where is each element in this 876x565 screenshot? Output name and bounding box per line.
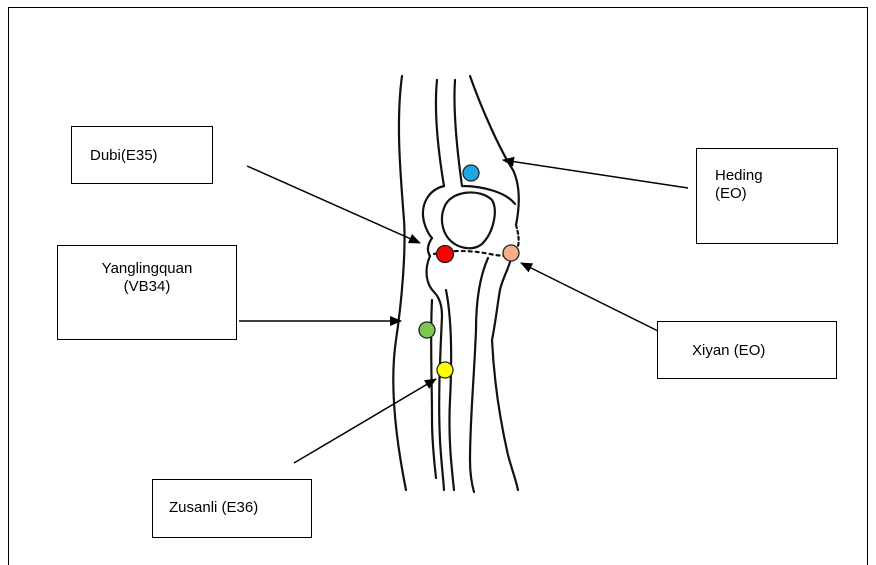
heding-arrow [503,160,688,188]
heding-label-line1: Heding [715,167,837,185]
heding-label-box: Heding (EO) [696,148,838,244]
femur-inner-line [454,80,462,186]
xiyan-arrow [521,263,660,332]
zusanli-label: Zusanli (E36) [169,499,311,517]
xiyan-label-box: Xiyan (EO) [657,321,837,379]
yanglingquan-point[interactable] [419,322,435,338]
zusanli-label-box: Zusanli (E36) [152,479,312,538]
femoral-condyle-left [423,186,444,238]
zusanli-point[interactable] [437,362,453,378]
heding-point[interactable] [463,165,479,181]
femur-left-line [436,80,444,186]
leg-outline [393,76,518,492]
yanglingquan-label-line2: (VB34) [58,278,236,296]
tibia-right [492,256,512,340]
tibia-shaft-left [470,330,476,492]
yanglingquan-label-box: Yanglingquan (VB34) [57,245,237,340]
yanglingquan-label-line1: Yanglingquan [58,260,236,278]
dubi-label-box: Dubi(E35) [71,126,213,184]
femoral-condyle-right [462,186,515,204]
xiyan-label: Xiyan (EO) [692,342,836,360]
fibula-shaft-left [439,316,444,490]
tibia-center [476,258,488,330]
joint-line [428,238,432,256]
tibia-shaft-right [492,340,518,490]
outer-left-contour [393,76,406,490]
arrow-layer [239,160,688,463]
dubi-point[interactable] [437,246,454,263]
acupoint-layer [419,165,519,378]
dubi-arrow [247,166,420,243]
patella [442,192,495,248]
fibula-head [427,256,442,316]
zusanli-arrow [294,379,436,463]
heding-label-line2: (EO) [715,185,837,203]
fibula-shaft-right [446,290,454,490]
xiyan-point[interactable] [503,245,519,261]
dubi-label: Dubi(E35) [90,147,212,165]
